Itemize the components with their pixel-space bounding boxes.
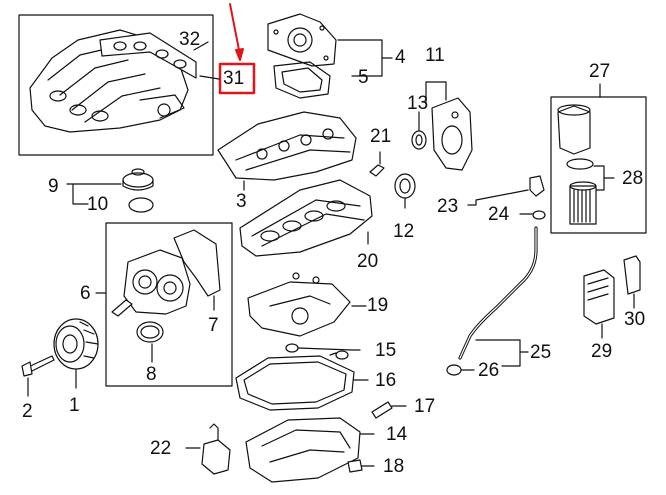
callout-25[interactable]: 25: [530, 342, 552, 363]
crankshaft-pulley[interactable]: [53, 318, 99, 370]
callout-12[interactable]: 12: [393, 221, 415, 242]
bracket-9-10: [66, 183, 89, 205]
callout-23[interactable]: 23: [437, 196, 459, 217]
dipstick-seal[interactable]: [446, 364, 462, 376]
callout-28[interactable]: 28: [622, 168, 644, 189]
dipstick-tube[interactable]: [458, 226, 538, 360]
callout-14[interactable]: 14: [386, 424, 408, 445]
callout-18[interactable]: 18: [383, 456, 405, 477]
front-seal[interactable]: [411, 130, 427, 150]
callout-19[interactable]: 19: [367, 295, 389, 316]
seal-21[interactable]: [369, 164, 385, 177]
leader-25b: [501, 339, 521, 367]
intake-manifold-group-box: [18, 14, 214, 156]
timing-cover-group-box: [105, 222, 233, 387]
callout-1[interactable]: 1: [69, 395, 80, 416]
cover-seal[interactable]: [136, 321, 164, 343]
callout-32[interactable]: 32: [179, 29, 201, 50]
callout-15[interactable]: 15: [375, 340, 397, 361]
oil-pan-gasket[interactable]: [235, 355, 355, 411]
oil-filter-group-box: [550, 96, 647, 234]
intake-gasket[interactable]: [99, 32, 197, 79]
drain-plug[interactable]: [347, 459, 363, 473]
callout-11[interactable]: 11: [425, 45, 445, 66]
cylinder-head[interactable]: [239, 179, 373, 257]
callout-27[interactable]: 27: [589, 61, 611, 82]
callout-8[interactable]: 8: [146, 364, 157, 385]
callout-29[interactable]: 29: [591, 341, 613, 362]
cooler-gasket[interactable]: [623, 255, 641, 295]
leader-31: [199, 75, 220, 80]
sealant-tube[interactable]: [371, 401, 393, 419]
leader-15: [297, 347, 361, 351]
filter-element[interactable]: [569, 181, 597, 225]
callout-2[interactable]: 2: [22, 401, 33, 422]
fitting-seal[interactable]: [532, 210, 546, 220]
callout-21[interactable]: 21: [370, 126, 392, 147]
callout-16[interactable]: 16: [375, 370, 397, 391]
camshaft-seal[interactable]: [394, 173, 416, 199]
pulley-bolt[interactable]: [21, 355, 55, 377]
callout-20[interactable]: 20: [357, 251, 379, 272]
callout-13[interactable]: 13: [407, 93, 429, 114]
oil-filter-housing[interactable]: [557, 104, 591, 155]
oil-baffle[interactable]: [247, 272, 351, 337]
callout-17[interactable]: 17: [414, 396, 436, 417]
timing-belt-cover[interactable]: [123, 249, 191, 315]
callout-31[interactable]: 31: [223, 68, 245, 89]
highlight-arrow: [229, 3, 244, 61]
dipstick-tube-fitting[interactable]: [529, 175, 545, 197]
callout-9[interactable]: 9: [48, 176, 59, 197]
callout-30[interactable]: 30: [624, 309, 646, 330]
upper-cover[interactable]: [267, 13, 337, 67]
intake-manifold[interactable]: [29, 29, 189, 133]
filter-seal[interactable]: [566, 158, 594, 170]
upper-cover-gasket[interactable]: [273, 61, 331, 99]
oil-pan[interactable]: [245, 417, 361, 483]
callout-6[interactable]: 6: [80, 283, 91, 304]
callout-22[interactable]: 22: [150, 438, 172, 459]
timing-cover[interactable]: [431, 97, 473, 171]
callout-10[interactable]: 10: [87, 194, 109, 215]
leader-32: [193, 41, 209, 51]
cover-bolt[interactable]: [111, 299, 133, 317]
callout-7[interactable]: 7: [208, 315, 219, 336]
oil-filler-cap[interactable]: [122, 168, 154, 191]
oil-level-sensor[interactable]: [201, 423, 231, 475]
callout-26[interactable]: 26: [478, 360, 500, 381]
highlight-box: [218, 62, 256, 95]
callout-5[interactable]: 5: [358, 67, 369, 88]
callout-24[interactable]: 24: [488, 204, 510, 225]
valve-cover[interactable]: [217, 111, 357, 181]
bracket-23: [467, 189, 529, 206]
callout-4[interactable]: 4: [395, 47, 406, 68]
callout-3[interactable]: 3: [236, 191, 247, 212]
cover-gasket[interactable]: [173, 229, 221, 297]
oil-cooler[interactable]: [583, 269, 615, 325]
filler-cap-seal[interactable]: [128, 197, 154, 213]
